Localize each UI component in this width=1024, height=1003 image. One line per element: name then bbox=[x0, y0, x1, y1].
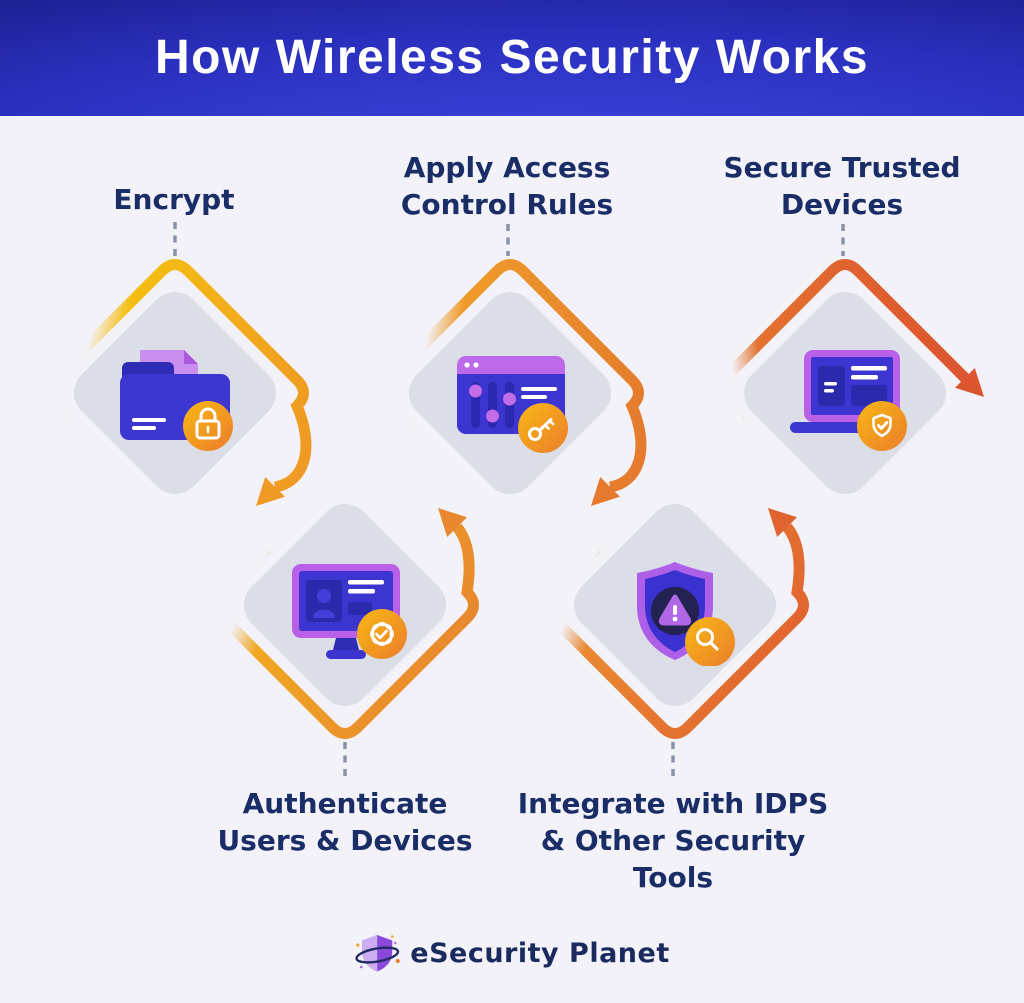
brand-logo: eSecurity Planet bbox=[354, 930, 669, 976]
key-badge-icon bbox=[518, 403, 568, 453]
step-label-line: & Other Security bbox=[540, 823, 806, 857]
step-label-line: Secure Trusted bbox=[723, 151, 961, 184]
verified-badge-icon bbox=[357, 609, 407, 659]
page-title: How Wireless Security Works bbox=[154, 31, 870, 84]
step-label-encrypt: Encrypt bbox=[113, 182, 234, 219]
flow-segment-4 bbox=[541, 523, 809, 739]
flow-segment-1 bbox=[41, 259, 312, 493]
arrowhead-to-access-control bbox=[438, 508, 467, 537]
arrowhead-to-secure-devices bbox=[768, 508, 797, 537]
brand-shield-icon bbox=[355, 935, 400, 972]
step-label-line: Encrypt bbox=[113, 183, 235, 216]
step-label-line: Apply Access bbox=[403, 151, 611, 184]
step-label-secure-devices: Secure Trusted Devices bbox=[723, 150, 960, 224]
step-label-line: Integrate with IDPS bbox=[517, 787, 829, 820]
step-label-access-control: Apply Access Control Rules bbox=[401, 150, 613, 224]
step-label-idps: Integrate with IDPS & Other Security Too… bbox=[518, 786, 828, 897]
control-panel-icon bbox=[457, 356, 568, 453]
arrowhead-exit bbox=[955, 368, 984, 397]
step-label-authenticate: Authenticate Users & Devices bbox=[217, 786, 472, 860]
step-label-line: Authenticate bbox=[242, 787, 448, 820]
step-label-line: Tools bbox=[632, 860, 714, 894]
folder-icon bbox=[120, 350, 233, 451]
brand-name: eSecurity Planet bbox=[410, 937, 670, 969]
arrowhead-to-authenticate bbox=[256, 477, 285, 506]
monitor-id-icon bbox=[292, 564, 407, 659]
shield-check-badge-icon bbox=[857, 401, 907, 451]
arrowhead-to-idps bbox=[591, 477, 620, 506]
header-banner: How Wireless Security Works bbox=[0, 0, 1024, 116]
step-label-line: Users & Devices bbox=[217, 823, 473, 857]
lock-badge-icon bbox=[183, 401, 233, 451]
dashed-connectors bbox=[173, 222, 845, 776]
step-label-line: Control Rules bbox=[400, 187, 614, 221]
shield-alert-icon bbox=[637, 562, 735, 666]
laptop-icon bbox=[790, 350, 907, 451]
search-badge-icon bbox=[685, 617, 735, 666]
flow-segment-2 bbox=[211, 523, 479, 739]
step-label-line: Devices bbox=[780, 187, 904, 221]
flow-segment-3 bbox=[376, 259, 647, 493]
flow-segment-5 bbox=[711, 259, 969, 427]
